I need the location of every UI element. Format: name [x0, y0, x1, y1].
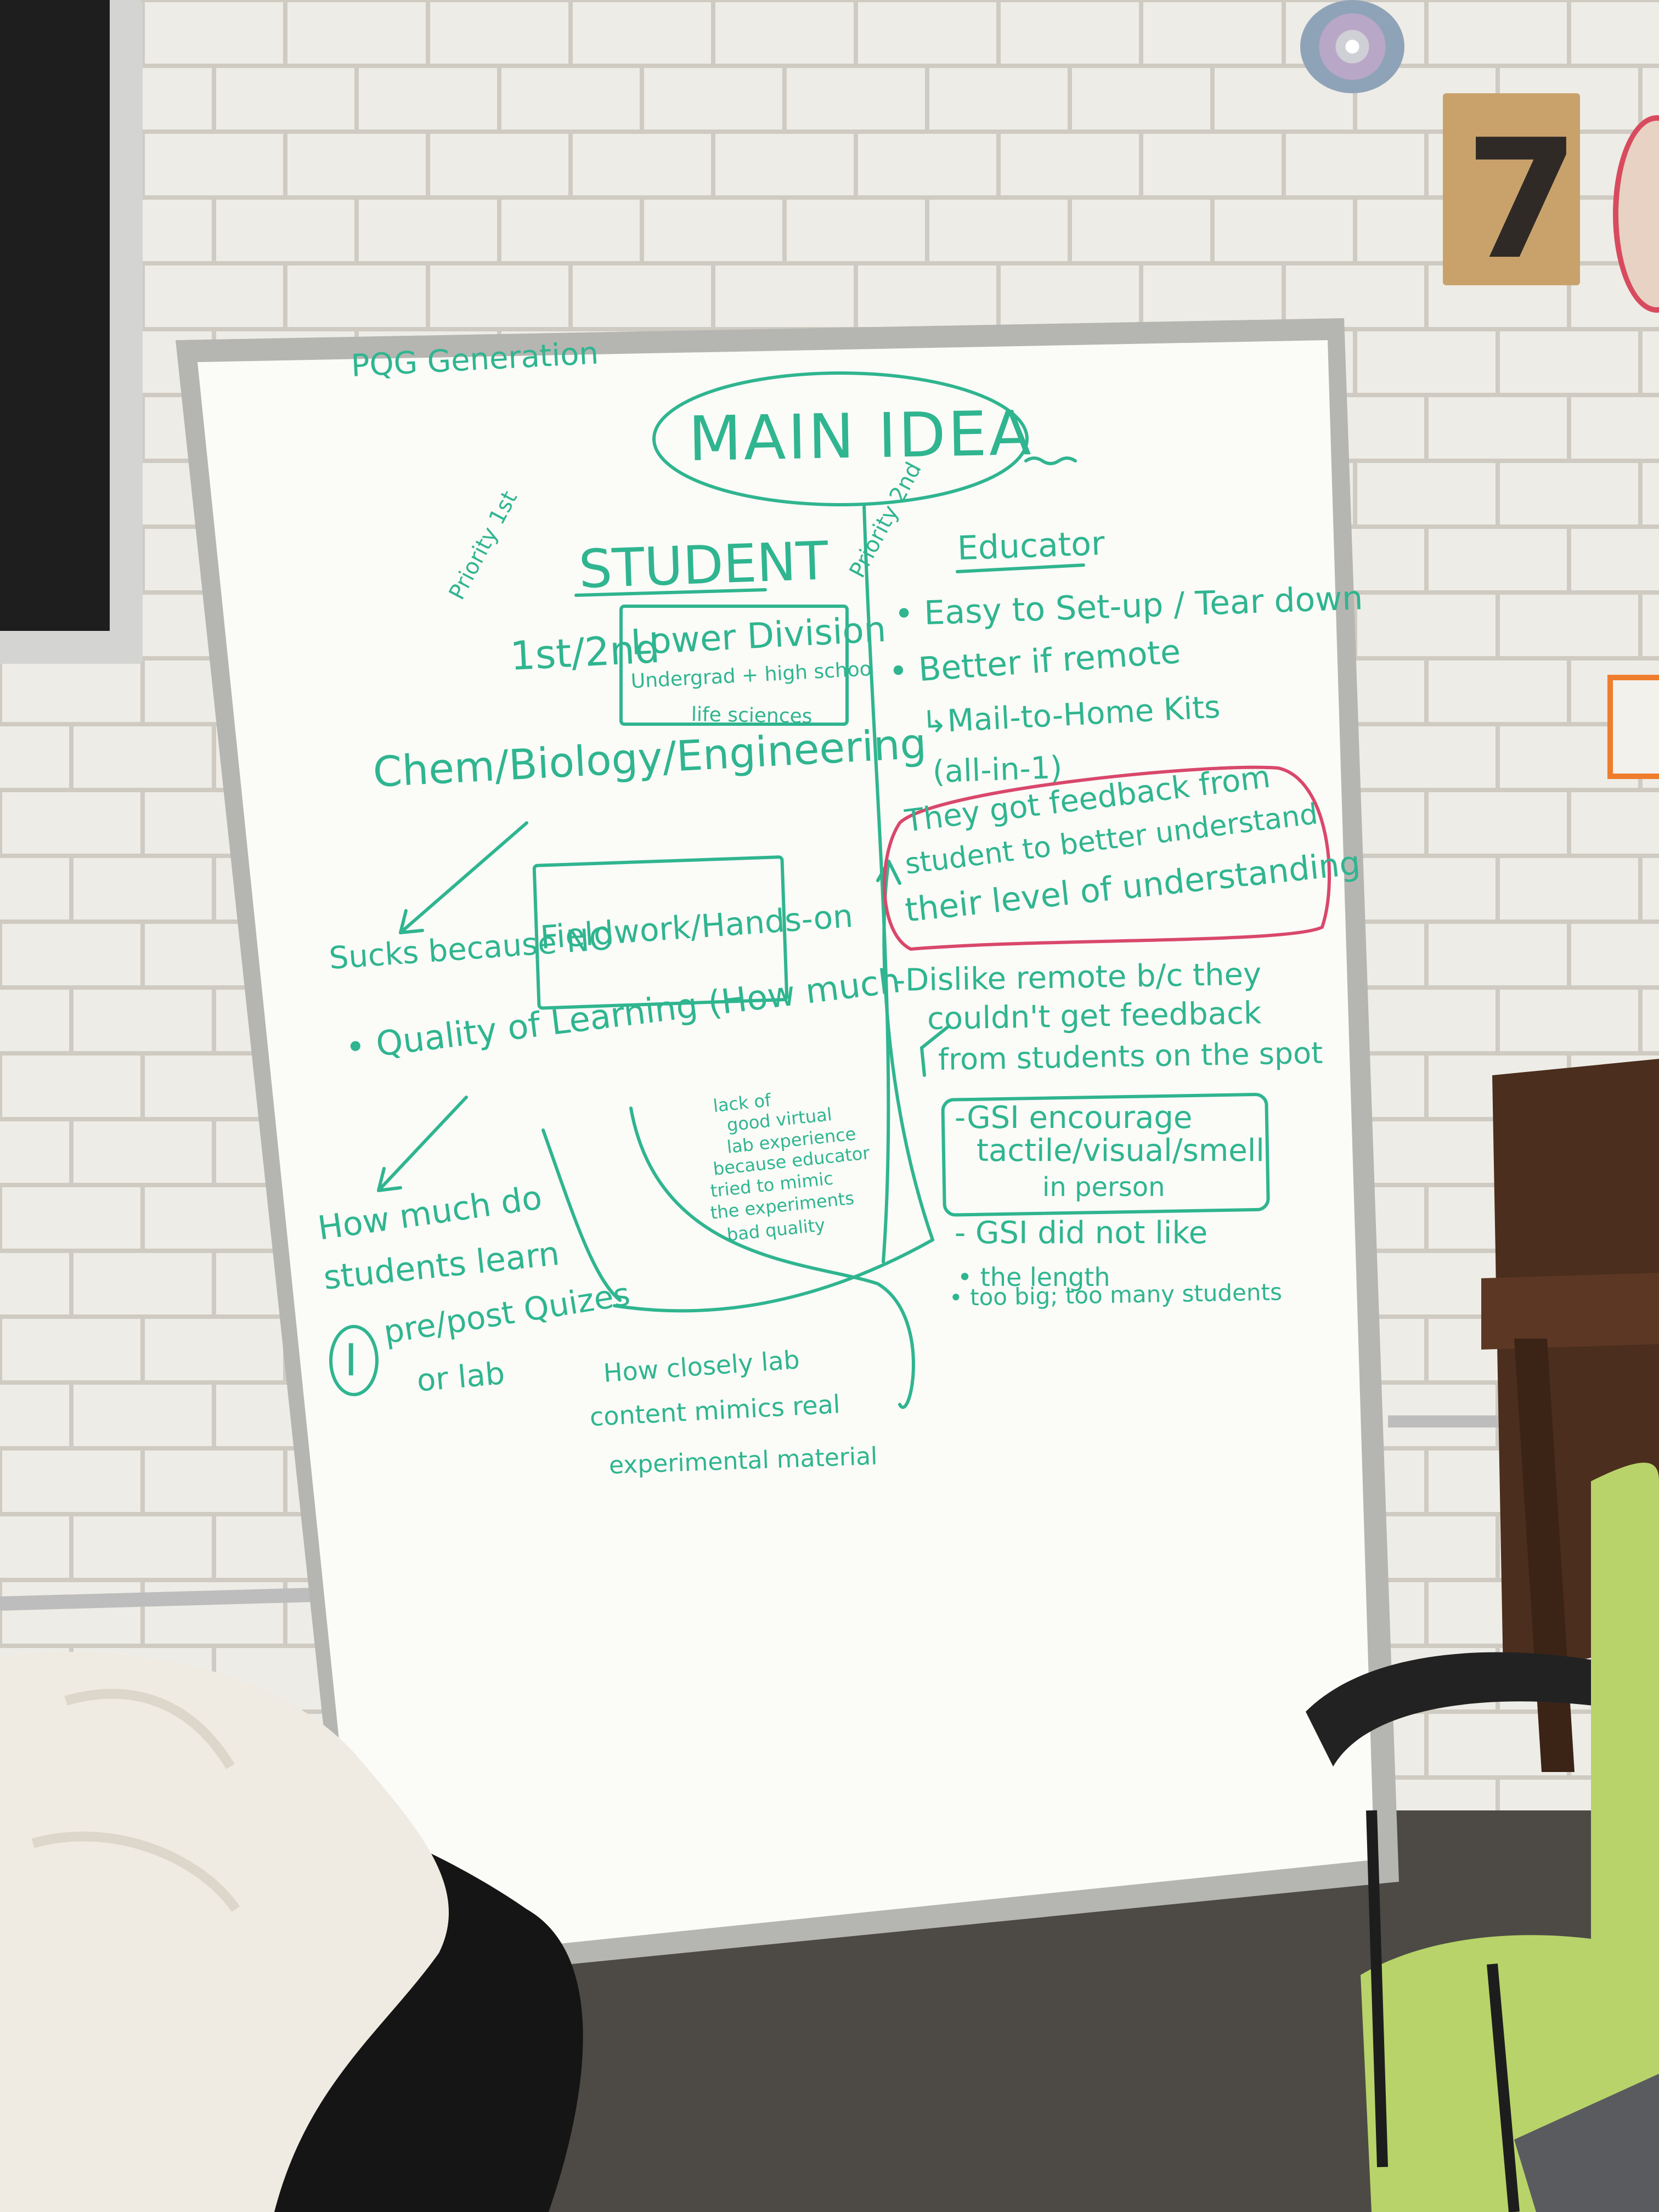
- number-plaque: 7: [1443, 93, 1580, 296]
- gsi-not-2: • the length: [957, 1262, 1110, 1292]
- quizzes-2: or lab: [415, 1356, 506, 1399]
- quizzes-marker: I: [345, 1335, 358, 1386]
- main-idea-text: MAIN IDEA: [687, 398, 1034, 475]
- gsi-2: tactile/visual/smell: [977, 1133, 1265, 1169]
- tv-screen: [0, 0, 143, 664]
- plaque-number: 7: [1465, 104, 1579, 296]
- gsi-not-3: • too big; too many students: [949, 1278, 1283, 1311]
- gsi-3: in person: [1042, 1172, 1165, 1203]
- orange-sign: [1607, 675, 1659, 779]
- educator-title: Educator: [956, 524, 1105, 568]
- lower-division-line3: life sciences: [691, 703, 812, 728]
- dislike-2: couldn't get feedback: [927, 995, 1262, 1037]
- gsi-not-1: - GSI did not like: [955, 1215, 1208, 1251]
- main-idea-bubble: [652, 371, 1029, 506]
- dislike-1: -Dislike remote b/c they: [894, 956, 1262, 998]
- educator-item4: (all-in-1): [932, 749, 1063, 790]
- gsi-1: -GSI encourage: [955, 1100, 1193, 1136]
- dislike-3: from students on the spot: [938, 1035, 1323, 1077]
- cd-disc: [1300, 0, 1404, 93]
- feedback-highlight-bubble: [883, 765, 1331, 951]
- student-title: STUDENT: [578, 530, 830, 600]
